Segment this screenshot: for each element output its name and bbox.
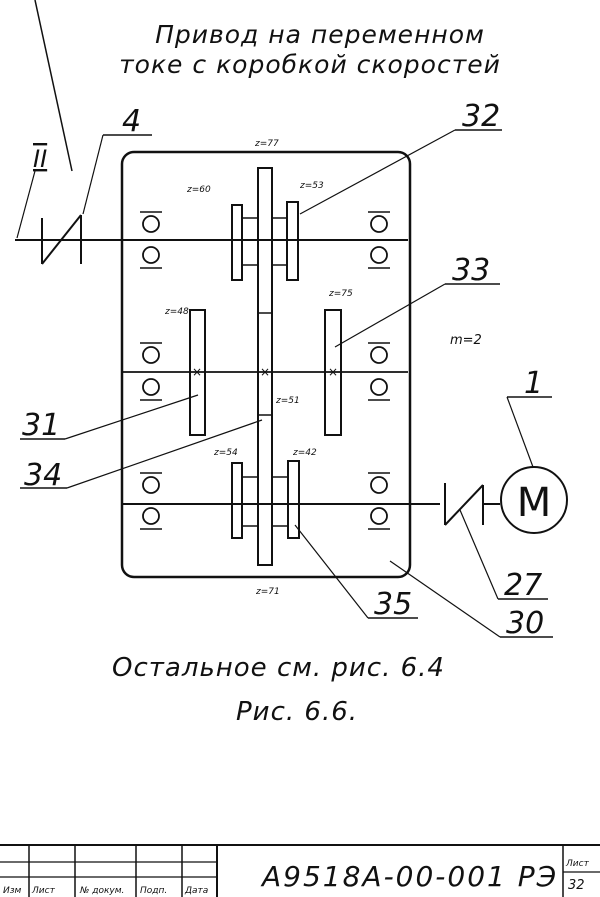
bearing-icon (142, 215, 160, 233)
callout-4: 4 (122, 104, 141, 139)
gear-mid-left (189, 309, 206, 436)
teeth-bottom-center: z=71 (255, 587, 280, 597)
column-sheet: Лист (31, 886, 56, 896)
gearbox-housing (120, 150, 412, 579)
bearing-icon (370, 346, 388, 364)
gear-mid-right (324, 309, 342, 436)
teeth-mid-right: z=75 (328, 289, 353, 299)
motor-icon (500, 466, 568, 534)
bearing-icon (370, 246, 388, 264)
sheet-label: Лист (565, 859, 590, 869)
bearing-icon (142, 246, 160, 264)
coupling-input-icon (41, 214, 82, 265)
diagram-title-line2: токе с коробкой скоростей (119, 50, 501, 79)
callout-leaders (16, 0, 553, 638)
teeth-mid-left: z=48 (164, 307, 189, 317)
title-block (0, 844, 600, 897)
callout-31: 31 (22, 408, 60, 443)
caption-reference: Остальное см. рис. 6.4 (112, 653, 445, 683)
bearing-icon (142, 507, 160, 525)
callout-32: 32 (462, 99, 500, 134)
bearing-icon (370, 378, 388, 396)
motor-symbol: M (517, 480, 552, 526)
teeth-mid-center: z=51 (275, 396, 300, 406)
gear-block-top (231, 201, 299, 281)
teeth-bottom-right: z=42 (292, 448, 317, 458)
document-code: А9518А-00-001 РЭ (260, 860, 558, 893)
bearing-icon (142, 378, 160, 396)
callout-shaft-II: II (33, 145, 47, 173)
bearing-icon (142, 346, 160, 364)
teeth-bottom-left: z=54 (213, 448, 238, 458)
fixed-mark-icon: × (328, 365, 338, 379)
fixed-mark-icon: × (192, 365, 202, 379)
gear-center-block (257, 167, 273, 566)
teeth-top-left: z=60 (186, 185, 211, 195)
callout-30: 30 (506, 606, 544, 641)
column-date: Дата (184, 886, 208, 896)
bearing-icon (370, 476, 388, 494)
column-signature: Подп. (140, 886, 167, 896)
teeth-top-center: z=77 (254, 139, 279, 149)
callout-33: 33 (452, 253, 490, 288)
bearing-icon (370, 215, 388, 233)
callout-1: 1 (524, 366, 543, 401)
teeth-top-right: z=53 (299, 181, 324, 191)
column-document-number: № докум. (79, 886, 124, 896)
bearing-icon (370, 507, 388, 525)
figure-number: Рис. 6.6. (236, 697, 358, 727)
bearings (140, 211, 390, 530)
gear-block-bottom (231, 460, 300, 539)
sheet-number: 32 (568, 878, 585, 893)
coupling-motor-icon (444, 483, 500, 526)
column-change: Изм (3, 886, 22, 896)
callout-27: 27 (504, 568, 542, 603)
fixed-mark-icon: × (260, 365, 270, 379)
bearing-icon (142, 476, 160, 494)
callout-35: 35 (374, 587, 412, 622)
callout-34: 34 (24, 458, 62, 493)
diagram-title-line1: Привод на переменном (155, 20, 485, 49)
module-label: m=2 (450, 333, 482, 348)
